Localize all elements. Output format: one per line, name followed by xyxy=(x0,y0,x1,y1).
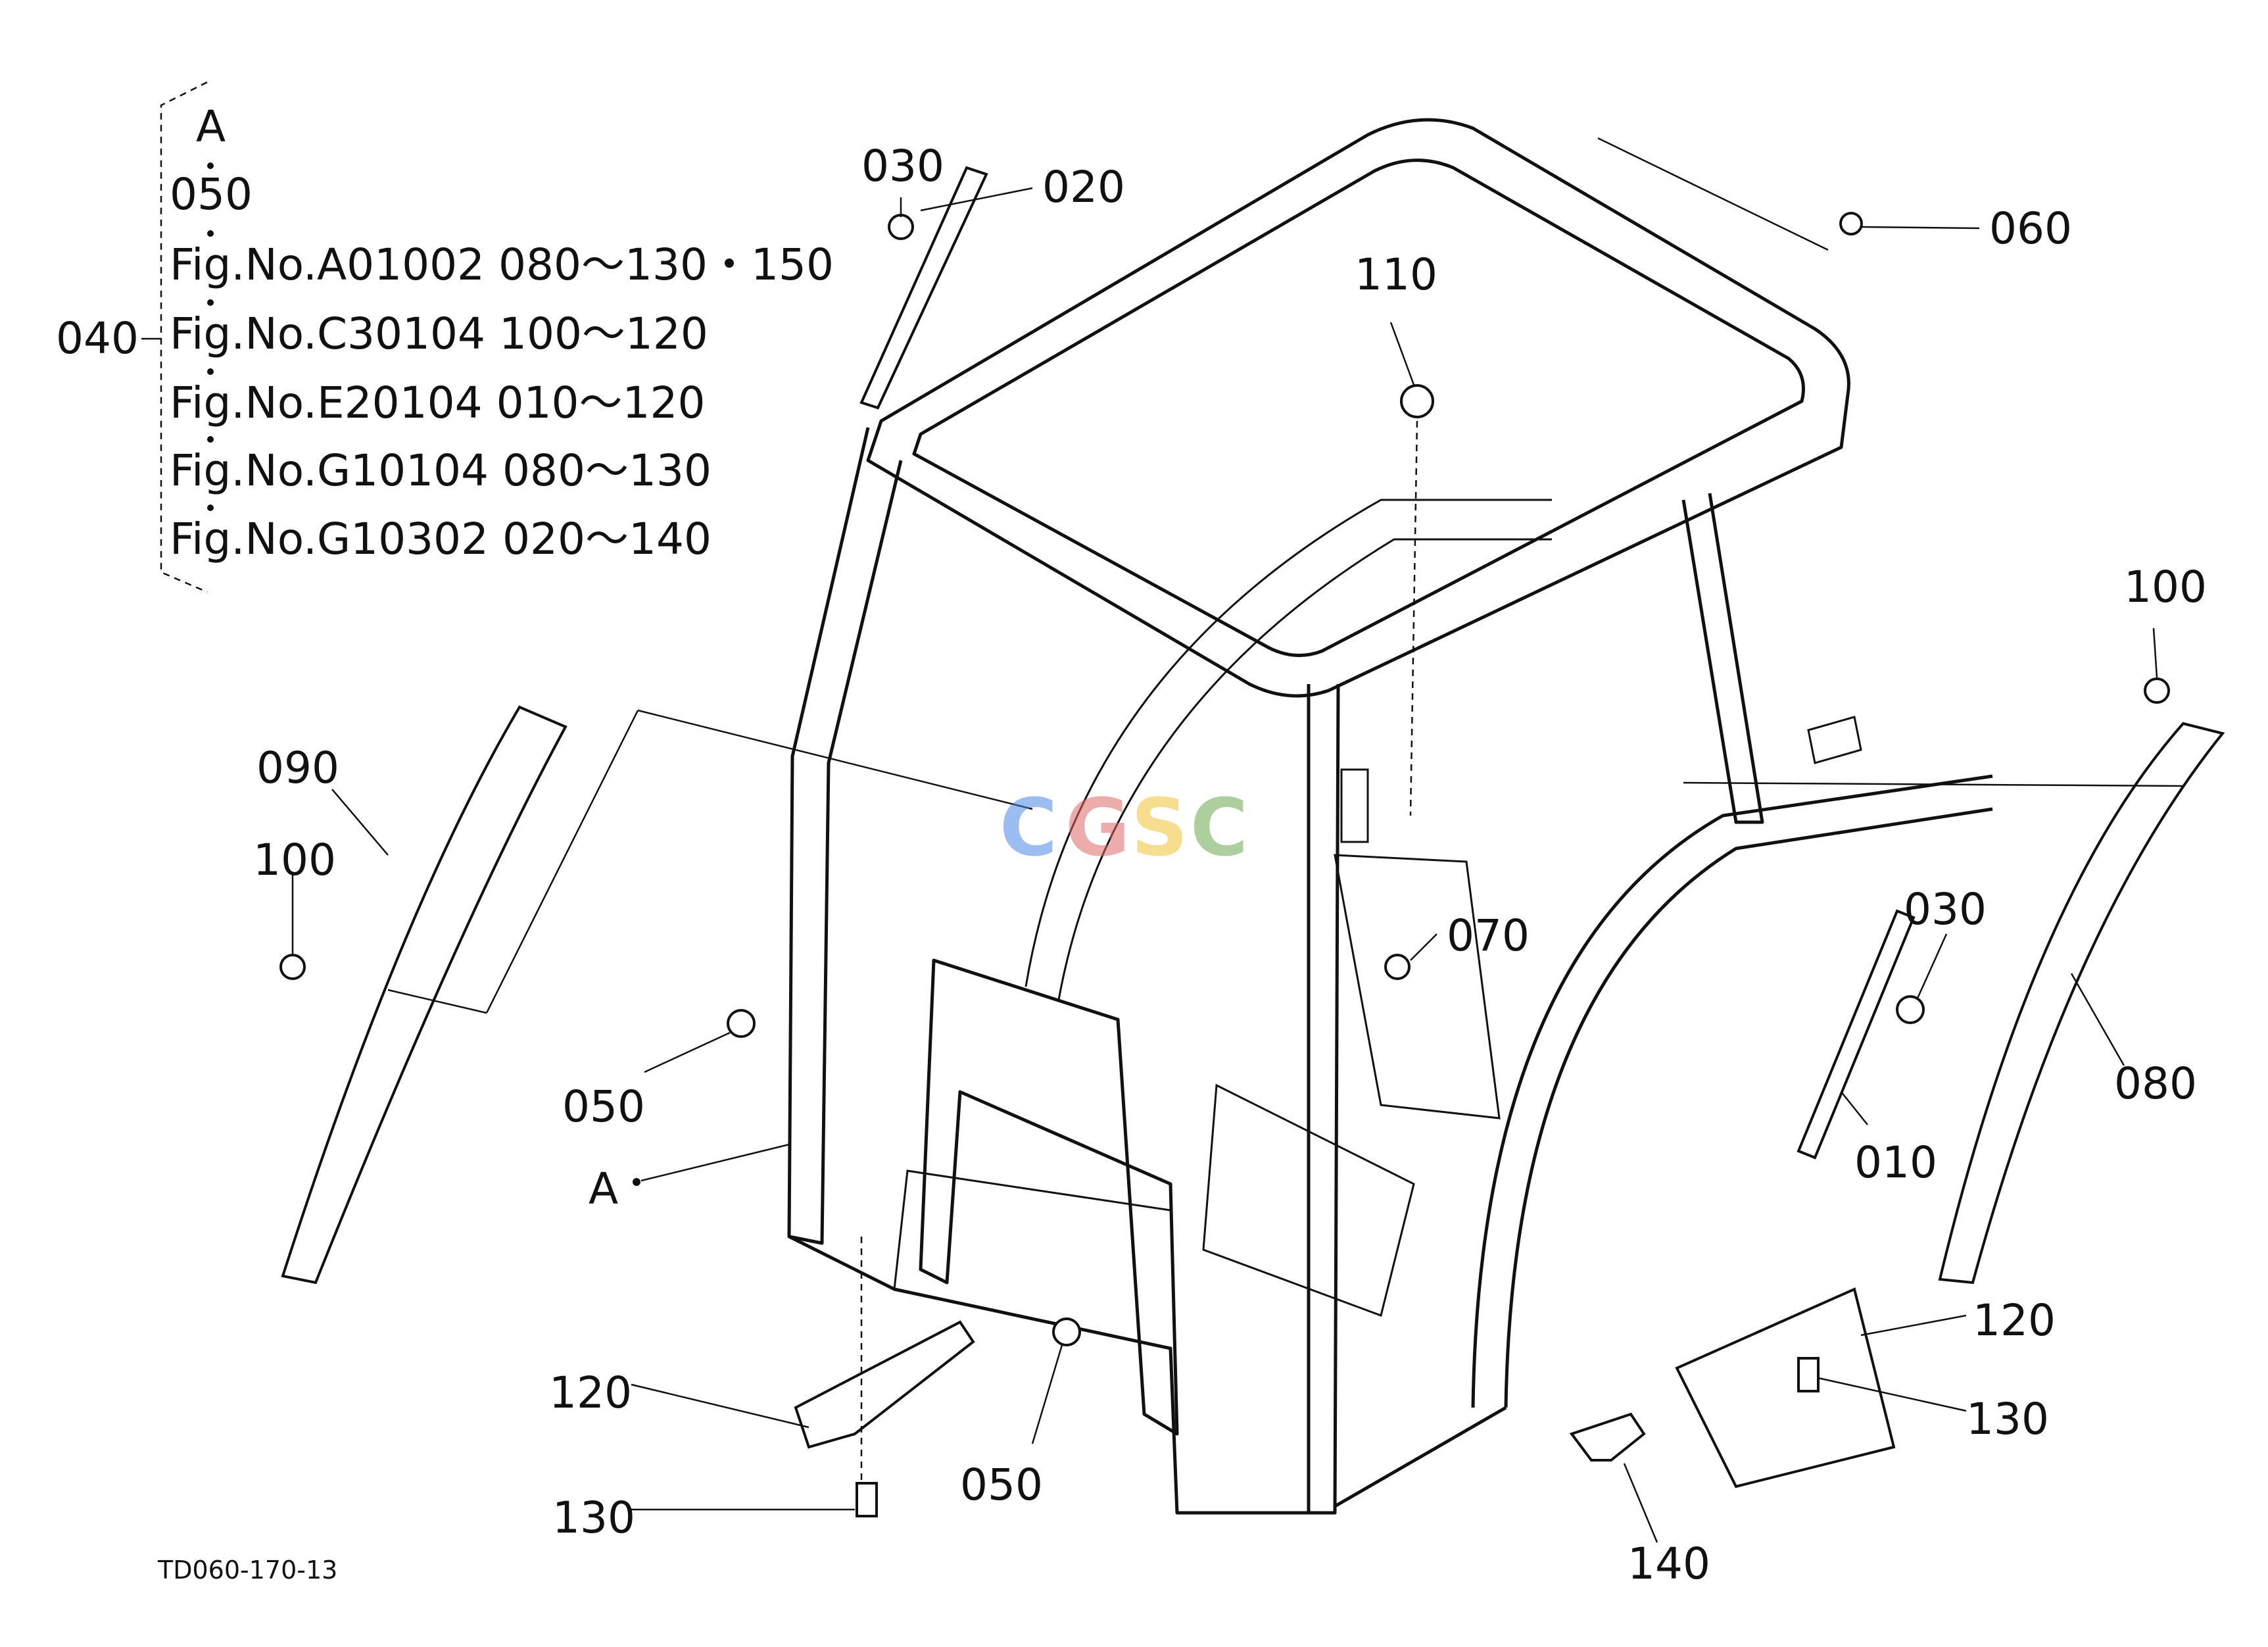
reference-line-4: Fig.No.C30104 100～120 xyxy=(170,308,708,359)
callout-120: 120 xyxy=(549,1367,632,1418)
callout-a: A xyxy=(589,1164,618,1214)
watermark-letter: S xyxy=(1131,783,1188,874)
callout-070: 070 xyxy=(1447,910,1530,961)
bushings-and-grommets xyxy=(279,212,2170,1517)
callout-100: 100 xyxy=(2124,562,2207,612)
part-080-trim-right xyxy=(1938,722,2225,1285)
callout-020: 020 xyxy=(1042,162,1125,212)
callout-010: 010 xyxy=(1854,1137,1937,1188)
figure-code: TD060-170-13 xyxy=(157,1556,337,1585)
part-120-step-right xyxy=(1675,1287,1896,1488)
callout-130: 130 xyxy=(552,1492,635,1543)
callout-060: 060 xyxy=(1989,203,2072,254)
callout-050: 050 xyxy=(562,1081,645,1132)
callout-080: 080 xyxy=(2114,1058,2197,1109)
part-020-seal-strip xyxy=(859,166,988,410)
reference-line-7: Fig.No.G10302 020～140 xyxy=(170,514,712,564)
part-140-plate xyxy=(1569,1412,1646,1462)
watermark-letter: C xyxy=(1190,783,1248,874)
reference-block: 040 A 050 Fig.No.A01002 080～130・150 Fig.… xyxy=(56,81,834,593)
callout-140: 140 xyxy=(1628,1538,1710,1589)
watermark-letter: C xyxy=(1000,783,1057,874)
cab-frame xyxy=(787,118,1993,1515)
callout-120: 120 xyxy=(1973,1295,2056,1346)
part-010-seal-strip xyxy=(1797,909,1916,1160)
callout-110: 110 xyxy=(1355,249,1437,300)
callout-090: 090 xyxy=(256,743,339,793)
callout-130: 130 xyxy=(1966,1394,2049,1444)
leader-lines xyxy=(291,137,2184,1543)
part-120-step-left xyxy=(794,1320,975,1449)
callout-050: 050 xyxy=(960,1460,1043,1510)
watermark: C G S C xyxy=(1000,783,1248,874)
part-090-trim-left xyxy=(281,705,567,1285)
callout-030: 030 xyxy=(1904,884,1987,935)
callouts: 030 020 060 110 100 090 100 030 070 050 … xyxy=(253,141,2207,1589)
reference-line-6: Fig.No.G10104 080～130 xyxy=(170,445,712,496)
callout-030: 030 xyxy=(861,141,944,191)
reference-line-2: 050 xyxy=(170,169,253,220)
reference-line-3: Fig.No.A01002 080～130・150 xyxy=(170,239,834,290)
reference-line-1: A xyxy=(196,101,226,152)
watermark-letter: G xyxy=(1065,783,1130,874)
reference-line-5: Fig.No.E20104 010～120 xyxy=(170,378,706,428)
reference-group-label: 040 xyxy=(56,313,139,364)
callout-100: 100 xyxy=(253,835,336,885)
